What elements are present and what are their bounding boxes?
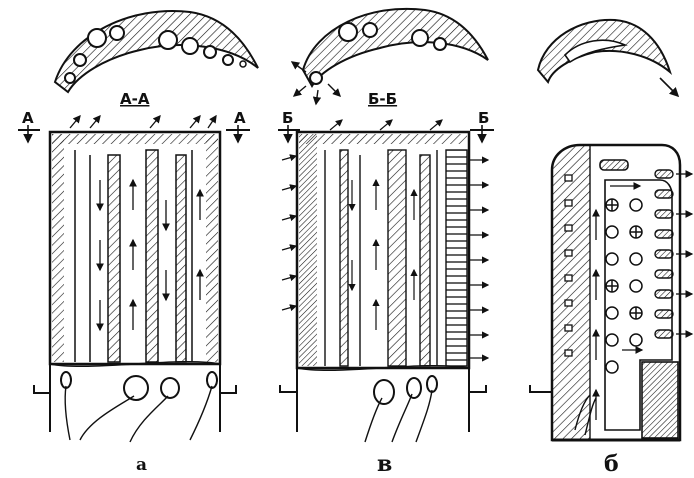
- figure-c: [529, 18, 694, 442]
- figure-b: Б Б-Б Б: [278, 7, 494, 443]
- blade-body-b: [295, 130, 471, 370]
- airfoil-section-c: [536, 18, 680, 98]
- blade-body-c: [550, 143, 682, 442]
- blade-root-c: [529, 385, 597, 436]
- film-holes-c: [564, 174, 573, 357]
- flow-arrows-b: [281, 119, 490, 362]
- blade-body-a: [48, 130, 222, 366]
- trailing-slots-c: [654, 169, 674, 339]
- flow-arrows-c: [592, 170, 694, 420]
- section-title-a: A-A: [120, 90, 150, 108]
- section-mark-a-left: A: [22, 109, 34, 127]
- airfoil-section-b: [290, 7, 489, 106]
- caption-figure-c: б: [604, 451, 619, 477]
- flow-arrows-a: [69, 114, 217, 332]
- caption-figure-a: а: [136, 455, 148, 475]
- section-mark-b-right: Б: [478, 109, 489, 127]
- section-title-b: Б-Б: [368, 90, 397, 108]
- blade-root-a: [33, 360, 237, 443]
- section-mark-b-left: Б: [282, 109, 293, 127]
- airfoil-section-a: [53, 10, 259, 94]
- pin-fins-c: [605, 198, 643, 374]
- section-mark-a-right: A: [234, 109, 246, 127]
- blade-root-b: [279, 364, 487, 443]
- caption-figure-b: в: [377, 451, 393, 477]
- figure-a: A A-A A: [18, 10, 259, 443]
